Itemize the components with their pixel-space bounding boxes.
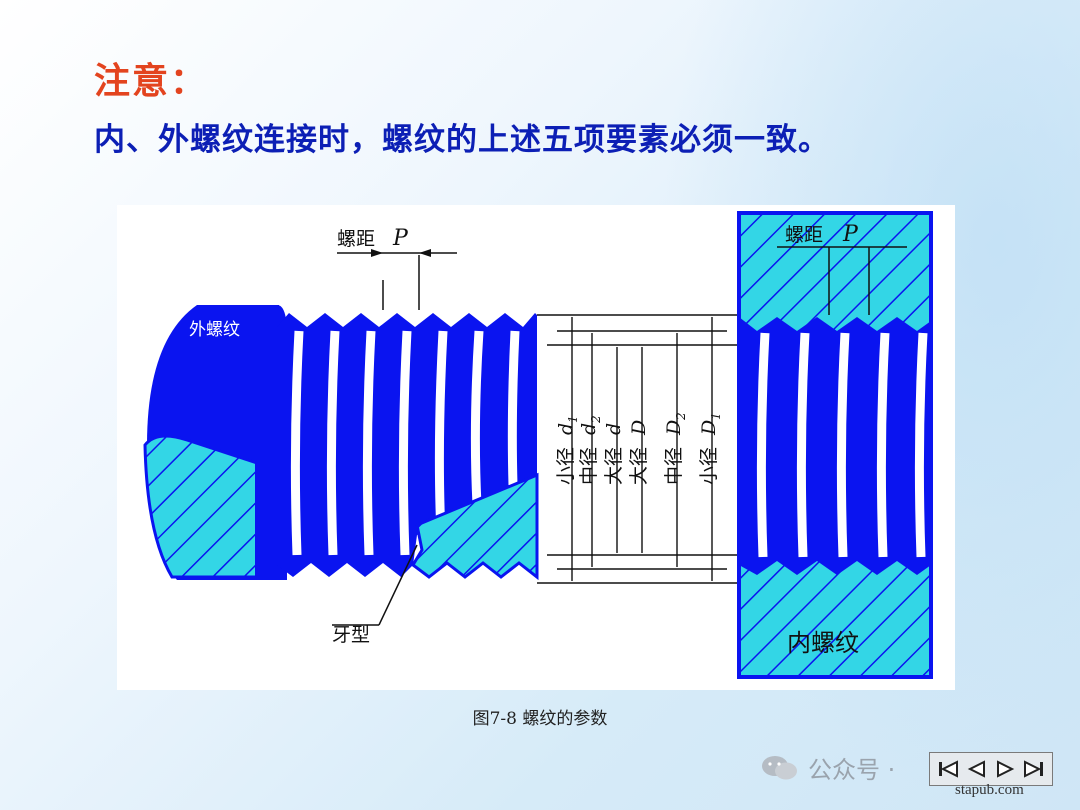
pitch-label-right: 螺距 [785,224,823,246]
external-thread-grooves [290,330,520,556]
note-body: 内、外螺纹连接时，螺纹的上述五项要素必须一致。 [94,122,830,158]
dim-minor-D1-sub: 1 [709,412,723,420]
dimension-lines [537,314,737,584]
wechat-icon [760,753,800,783]
dim-minor-D1-name: 小径 [698,447,720,485]
dim-pitch-D2-name: 中径 [663,447,685,485]
internal-thread-label: 内螺纹 [787,629,859,657]
dim-major-d-name: 大径 [603,447,625,485]
dim-minor-d1-name: 小径 [555,447,577,485]
dim-minor-d1-sub: 1 [566,415,580,423]
site-mark: stapub.com [955,782,1024,798]
dim-pitch-d2-sub: 2 [589,415,603,424]
dimension-labels: 小径 d 1 中径 d 2 大径 d 大径 D 中径 D 2 [555,412,723,485]
thread-form-section [411,472,539,581]
dim-pitch-d2-name: 中径 [578,447,600,485]
external-thread-section [143,434,259,579]
next-icon[interactable] [992,757,1018,781]
dim-major-D-symbol: D [628,420,650,436]
dim-minor-d1-symbol: d [555,423,577,435]
dim-pitch-d2-symbol: d [578,423,600,435]
thread-form-label: 牙型 [332,624,370,646]
dim-pitch-D2-sub: 2 [674,412,688,421]
first-icon[interactable] [935,757,961,781]
dim-major-D-name: 大径 [628,447,650,485]
pitch-symbol-right: P [842,222,859,247]
dim-major-d-symbol: d [603,423,625,435]
watermark: 公众号 · [760,750,895,785]
internal-thread-grooves [756,332,928,558]
last-icon[interactable] [1021,757,1047,781]
note-title: 注意： [94,60,209,102]
prev-icon[interactable] [964,757,990,781]
pitch-symbol-left: P [392,226,409,251]
slide-nav-bar [929,752,1053,786]
thread-figure: 螺距 P 外螺纹 牙型 小径 d 1 [117,205,955,690]
pitch-label-left: 螺距 [337,228,375,250]
watermark-text: 公众号 · [808,756,896,784]
dim-minor-D1-symbol: D [698,420,720,436]
figure-caption: 图7-8 螺纹的参数 [472,709,608,729]
dim-pitch-D2-symbol: D [663,420,685,436]
thread-diagram: 螺距 P 外螺纹 牙型 小径 d 1 [143,211,933,679]
external-thread-label: 外螺纹 [189,320,240,340]
